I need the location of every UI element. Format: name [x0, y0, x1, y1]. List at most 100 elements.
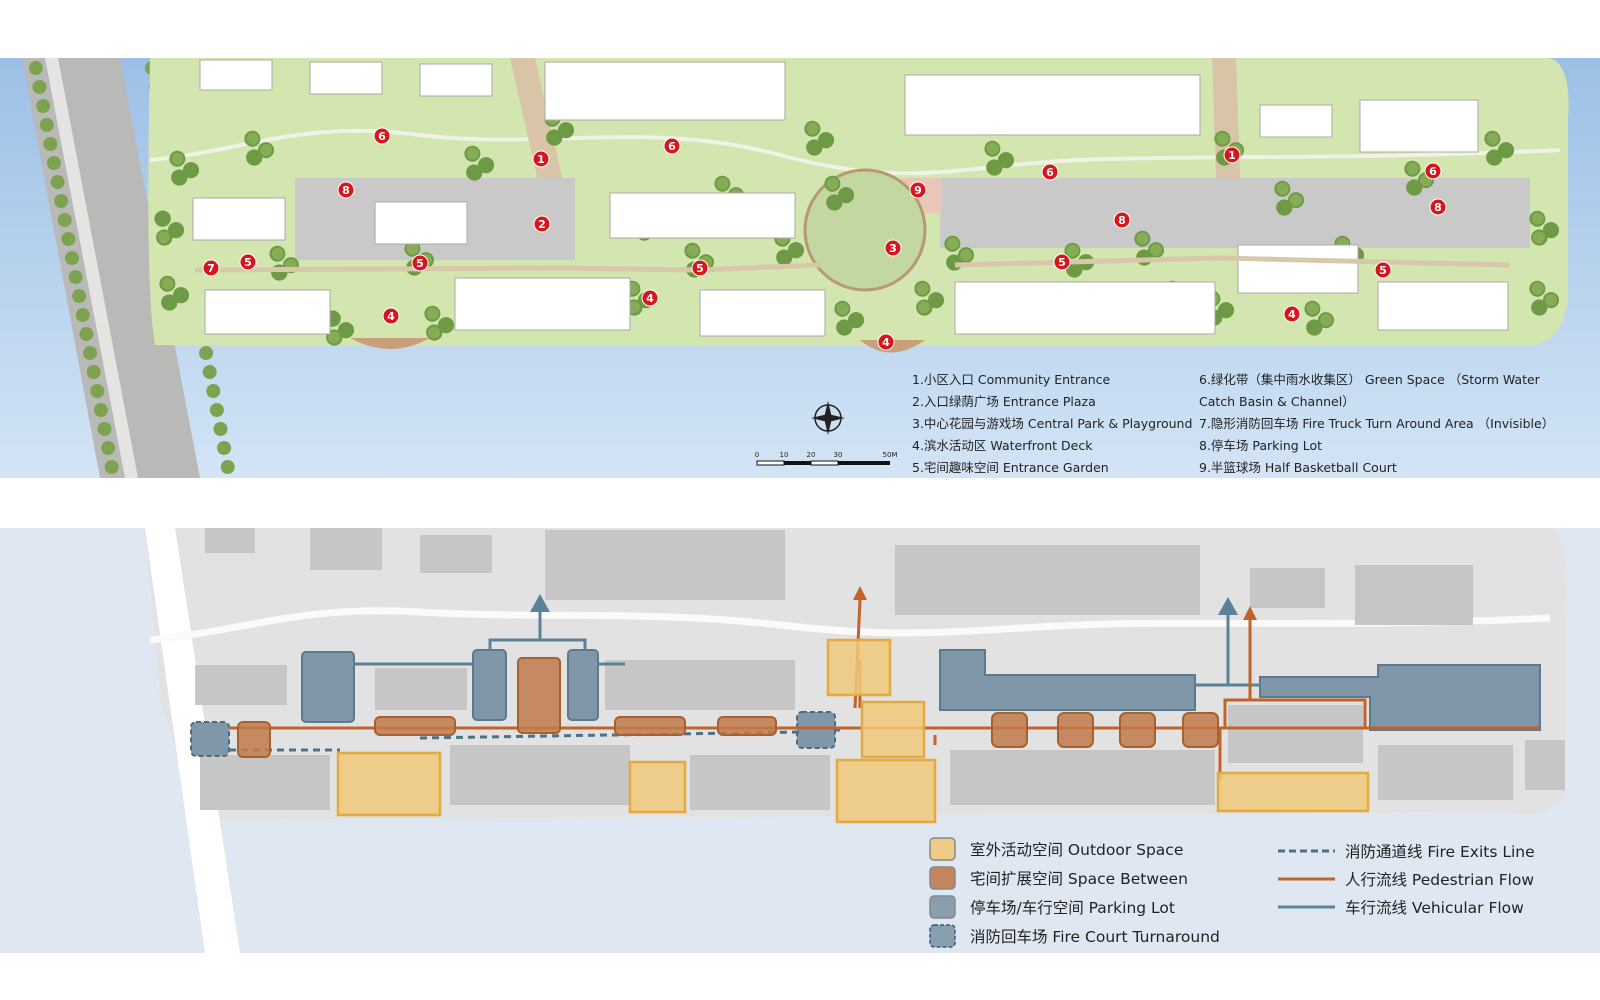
waterfront-deck-west [350, 338, 430, 349]
plan-marker-number: 8 [342, 184, 350, 197]
tree-icon [83, 346, 98, 360]
outdoor-space [628, 760, 687, 814]
plan-marker-m8b: 8 [1113, 211, 1131, 229]
building [195, 665, 287, 705]
plan-marker-number: 5 [244, 256, 252, 269]
buildings [192, 59, 1509, 337]
building [450, 745, 630, 805]
legend-label-between: 宅间扩展空间 Space Between [970, 870, 1188, 888]
building [374, 201, 468, 245]
tree-icon [466, 147, 479, 160]
tree-icon [97, 422, 112, 436]
building [1259, 104, 1333, 138]
legend-label-turnaround: 消防回车场 Fire Court Turnaround [970, 928, 1220, 946]
building [1359, 99, 1479, 153]
tree-icon [337, 322, 354, 339]
space-between [374, 716, 456, 736]
tree-icon [1486, 132, 1499, 145]
outdoor-space [826, 638, 892, 697]
plan-marker-number: 5 [696, 262, 704, 275]
tree-icon [986, 142, 999, 155]
space-between [1057, 712, 1094, 748]
plan-marker-number: 1 [1228, 149, 1236, 162]
building [609, 192, 796, 239]
tree-icon [1486, 149, 1503, 166]
internal-walkway [194, 255, 1511, 273]
plan-legend-item: 1.小区入口 Community Entrance [912, 372, 1111, 387]
tree-icon [959, 249, 972, 262]
tree-icon [1531, 212, 1544, 225]
building [199, 59, 273, 91]
tree-icon [36, 99, 51, 113]
tree-icon [246, 149, 263, 166]
plan-marker-number: 5 [416, 257, 424, 270]
building [605, 660, 795, 710]
plan-marker-m9: 9 [909, 181, 927, 199]
tree-icon [93, 403, 108, 417]
outdoor-space [860, 700, 926, 759]
tree-icon [1306, 302, 1319, 315]
legend-label-pedestrian: 人行流线 Pedestrian Flow [1345, 871, 1534, 889]
outdoor-space [336, 751, 442, 817]
tree-icon [75, 308, 90, 322]
tree-icon [1276, 199, 1293, 216]
space-between [614, 716, 686, 736]
tree-icon [986, 159, 1003, 176]
building [1250, 568, 1325, 608]
tree-icon [1289, 194, 1302, 207]
parking-zones [301, 649, 1541, 731]
legend-label-fire: 消防通道线 Fire Exits Line [1345, 843, 1535, 861]
outdoor-space [1216, 771, 1370, 813]
plan-marker-m6a: 6 [373, 127, 391, 145]
plan-marker-m4a: 4 [382, 307, 400, 325]
building [1355, 565, 1473, 625]
tree-icon [466, 164, 483, 181]
plan-marker-number: 6 [378, 130, 386, 143]
parking-zone-far-east [1259, 664, 1541, 731]
plan-marker-m5c: 5 [691, 259, 709, 277]
tree-icon [1149, 244, 1162, 257]
tree-icon [627, 301, 640, 314]
tree-icon [1136, 232, 1149, 245]
plan-marker-number: 9 [914, 184, 922, 197]
tree-icon [1066, 261, 1083, 278]
diagram-path [149, 607, 1551, 644]
plan-marker-number: 6 [1046, 166, 1054, 179]
building [1228, 705, 1363, 763]
plan-marker-number: 5 [1058, 256, 1066, 269]
building [205, 528, 255, 553]
space-between [237, 721, 271, 758]
tree-icon [546, 129, 563, 146]
tree-icon [327, 331, 340, 344]
tree-icon [1216, 132, 1229, 145]
tree-icon [847, 312, 864, 329]
pedestrian-arrows [853, 586, 1257, 620]
building [1378, 745, 1513, 800]
legend-swatch-parking [929, 895, 956, 919]
plan-marker-number: 3 [889, 242, 897, 255]
outdoor-space [835, 758, 937, 824]
legend-label-vehicular: 车行流线 Vehicular Flow [1345, 899, 1524, 917]
space-between [717, 716, 777, 736]
building [420, 535, 492, 573]
tree-icon [220, 460, 235, 474]
plan-marker-number: 4 [882, 336, 890, 349]
space-between-zones [237, 657, 1219, 758]
entrance-road-west [510, 58, 565, 190]
plan-marker-m5e: 5 [1374, 261, 1392, 279]
tree-icon [437, 317, 454, 334]
scale-bar-tick: 10 [780, 451, 789, 459]
tree-icon [54, 194, 69, 208]
tree-icon [1319, 314, 1332, 327]
building [904, 74, 1201, 136]
plan-marker-m6d: 6 [1424, 162, 1442, 180]
parking-zone [472, 649, 507, 721]
building [1525, 740, 1565, 790]
tree-icon [1531, 282, 1544, 295]
plan-marker-m8c: 8 [1429, 198, 1447, 216]
building [310, 528, 382, 570]
tree-icon [406, 242, 419, 255]
space-between [1119, 712, 1156, 748]
